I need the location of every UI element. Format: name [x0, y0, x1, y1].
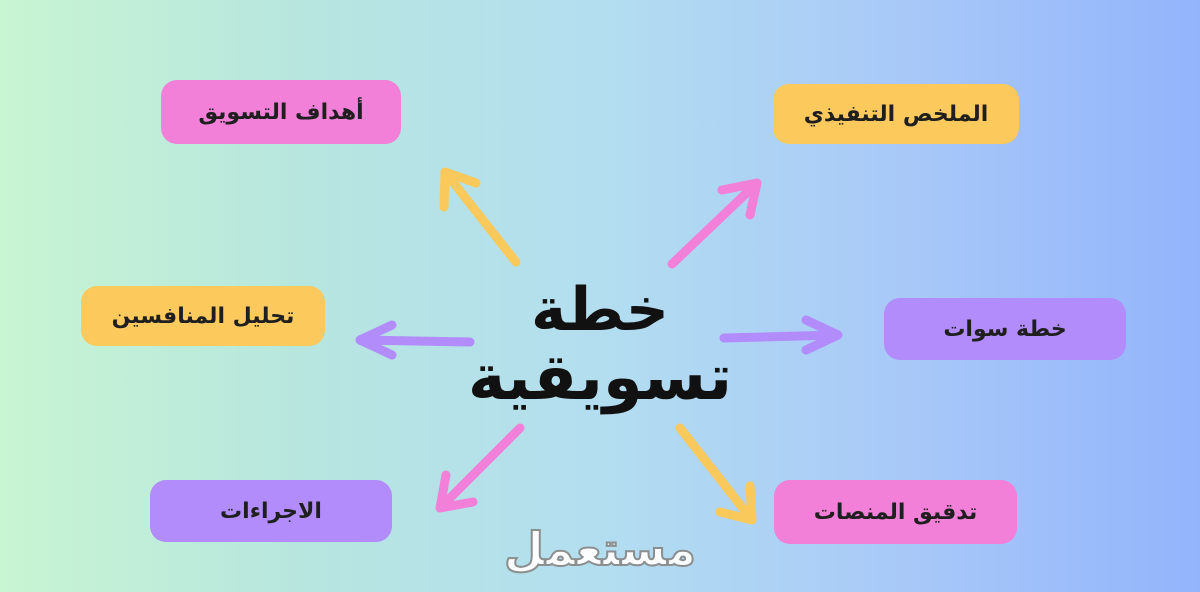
node-executive-summary: الملخص التنفيذي	[773, 84, 1019, 144]
arrow-to-audit	[675, 423, 757, 525]
node-swot-plan: خطة سوات	[884, 298, 1126, 360]
node-competitor-analysis-label: تحليل المنافسين	[111, 303, 295, 329]
node-actions-label: الاجراءات	[220, 498, 322, 524]
arrow-to-actions	[435, 423, 525, 513]
center-title-line2: تسويقية	[467, 341, 733, 415]
node-marketing-goals-label: أهداف التسويق	[198, 99, 364, 125]
node-executive-summary-label: الملخص التنفيذي	[803, 101, 989, 127]
node-platform-audit-label: تدقيق المنصات	[813, 499, 978, 525]
node-actions: الاجراءات	[150, 480, 392, 542]
node-swot-plan-label: خطة سوات	[943, 316, 1067, 342]
watermark-logo: مستعمل	[503, 521, 696, 577]
node-competitor-analysis: تحليل المنافسين	[81, 286, 325, 346]
node-platform-audit: تدقيق المنصات	[774, 480, 1017, 544]
center-title-line1: خطة	[530, 275, 670, 345]
arrow-to-goals	[439, 167, 521, 267]
node-marketing-goals: أهداف التسويق	[161, 80, 401, 144]
arrow-to-swot	[719, 315, 843, 355]
arrow-to-competitor	[355, 320, 475, 360]
arrow-to-summary	[667, 178, 762, 269]
